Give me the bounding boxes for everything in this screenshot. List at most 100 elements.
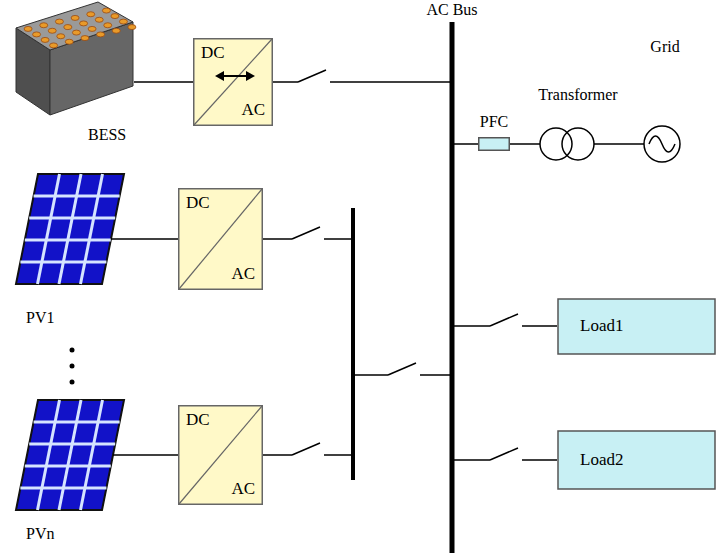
node-label: PV1 bbox=[26, 309, 54, 327]
switch-blade bbox=[490, 448, 518, 460]
wire bbox=[452, 143, 478, 145]
battery-terminal bbox=[119, 19, 127, 24]
sine-wave bbox=[649, 136, 675, 152]
load-rect bbox=[558, 431, 715, 489]
battery-terminal bbox=[95, 17, 103, 22]
switch-blade bbox=[490, 314, 518, 326]
pv-grid-line bbox=[34, 195, 120, 198]
converter-diagonal bbox=[194, 39, 272, 125]
battery-terminal bbox=[48, 28, 56, 33]
switch-blade bbox=[298, 70, 326, 82]
pv-bus-bar bbox=[351, 208, 355, 480]
battery-face bbox=[16, 28, 50, 115]
wire bbox=[522, 459, 557, 461]
arrow-head bbox=[246, 71, 255, 81]
pfc-rect bbox=[479, 138, 510, 151]
wire bbox=[452, 459, 490, 461]
switch-blade bbox=[388, 363, 416, 375]
pv-panel: PVn bbox=[8, 398, 128, 548]
node-label: BESS bbox=[88, 126, 126, 144]
battery-terminal bbox=[72, 30, 80, 35]
battery-terminal bbox=[102, 8, 110, 13]
battery-storage: BESS bbox=[8, 0, 134, 150]
ellipsis-dot bbox=[70, 348, 75, 353]
pfc-box: PFC bbox=[478, 137, 510, 151]
wire bbox=[263, 238, 292, 240]
battery-terminal bbox=[104, 23, 112, 28]
battery-terminal bbox=[97, 32, 105, 37]
pv-grid-line bbox=[34, 421, 120, 424]
node-label: PFC bbox=[480, 113, 508, 131]
battery-terminal bbox=[40, 23, 48, 28]
converter-rect bbox=[179, 189, 263, 290]
pv-grid-line bbox=[29, 217, 115, 220]
converter-box: DC AC bbox=[178, 405, 263, 505]
pv-grid-line bbox=[59, 400, 81, 510]
battery-terminal bbox=[24, 26, 32, 31]
connector-line bbox=[128, 454, 178, 456]
battery-terminal bbox=[87, 12, 95, 17]
wire bbox=[522, 325, 557, 327]
node-label: DC bbox=[186, 411, 210, 430]
converter-box: DC AC bbox=[178, 188, 263, 290]
battery-terminal bbox=[112, 28, 120, 33]
battery-terminal bbox=[57, 34, 65, 39]
wire bbox=[353, 374, 388, 376]
grid-source-symbol bbox=[644, 126, 680, 162]
wire bbox=[594, 143, 644, 145]
switch-blade bbox=[292, 227, 320, 239]
ac-bus-bar bbox=[450, 22, 455, 553]
converter-diagonal bbox=[179, 406, 262, 504]
battery-terminal bbox=[80, 21, 88, 26]
battery-terminal bbox=[128, 25, 136, 30]
wire bbox=[263, 454, 292, 456]
wire bbox=[510, 143, 540, 145]
battery-terminal bbox=[81, 36, 89, 41]
node-outline bbox=[8, 172, 128, 327]
node-label: Load2 bbox=[580, 451, 623, 470]
node-sublabel: AC bbox=[241, 101, 265, 120]
wire bbox=[273, 81, 298, 83]
pv-grid-line bbox=[29, 443, 115, 446]
node-sublabel: AC bbox=[231, 265, 255, 284]
node-sublabel: AC bbox=[231, 480, 255, 499]
battery-terminal bbox=[41, 37, 49, 42]
battery-top bbox=[16, 2, 133, 50]
ellipsis-dot bbox=[70, 364, 75, 369]
battery-terminal bbox=[55, 19, 63, 24]
battery-terminal bbox=[71, 15, 79, 20]
converter-diagonal bbox=[179, 189, 262, 289]
wire bbox=[111, 238, 128, 240]
battery-terminal bbox=[111, 14, 119, 19]
connector bbox=[134, 82, 193, 83]
wire bbox=[420, 374, 452, 376]
switch-blade bbox=[292, 443, 320, 455]
wire bbox=[452, 325, 490, 327]
converter-rect bbox=[194, 39, 273, 126]
connector bbox=[128, 239, 178, 240]
pv-grid-line bbox=[25, 239, 111, 242]
pv-grid-line bbox=[20, 261, 106, 264]
pv-panel-face bbox=[16, 174, 124, 284]
node-label: DC bbox=[186, 194, 210, 213]
node-label: Load1 bbox=[580, 317, 623, 336]
battery-terminal bbox=[33, 32, 41, 37]
pv-grid-line bbox=[20, 487, 106, 490]
transformer-coil bbox=[562, 128, 594, 160]
battery-terminal bbox=[88, 26, 96, 31]
pv-panel-face bbox=[16, 400, 124, 510]
connector-line bbox=[128, 238, 178, 240]
node-outline bbox=[478, 137, 510, 151]
wire bbox=[113, 454, 128, 456]
annotation-label: AC Bus bbox=[426, 1, 477, 19]
converter-rect bbox=[179, 406, 263, 505]
load-box: Load1 bbox=[557, 298, 716, 355]
battery-terminal bbox=[65, 39, 73, 44]
annotation-label: Transformer bbox=[538, 86, 617, 104]
annotation-label: Grid bbox=[650, 38, 679, 56]
connector bbox=[128, 455, 178, 456]
pv-grid-line bbox=[38, 174, 60, 284]
pv-grid-line bbox=[25, 465, 111, 468]
battery-terminal bbox=[64, 25, 72, 30]
